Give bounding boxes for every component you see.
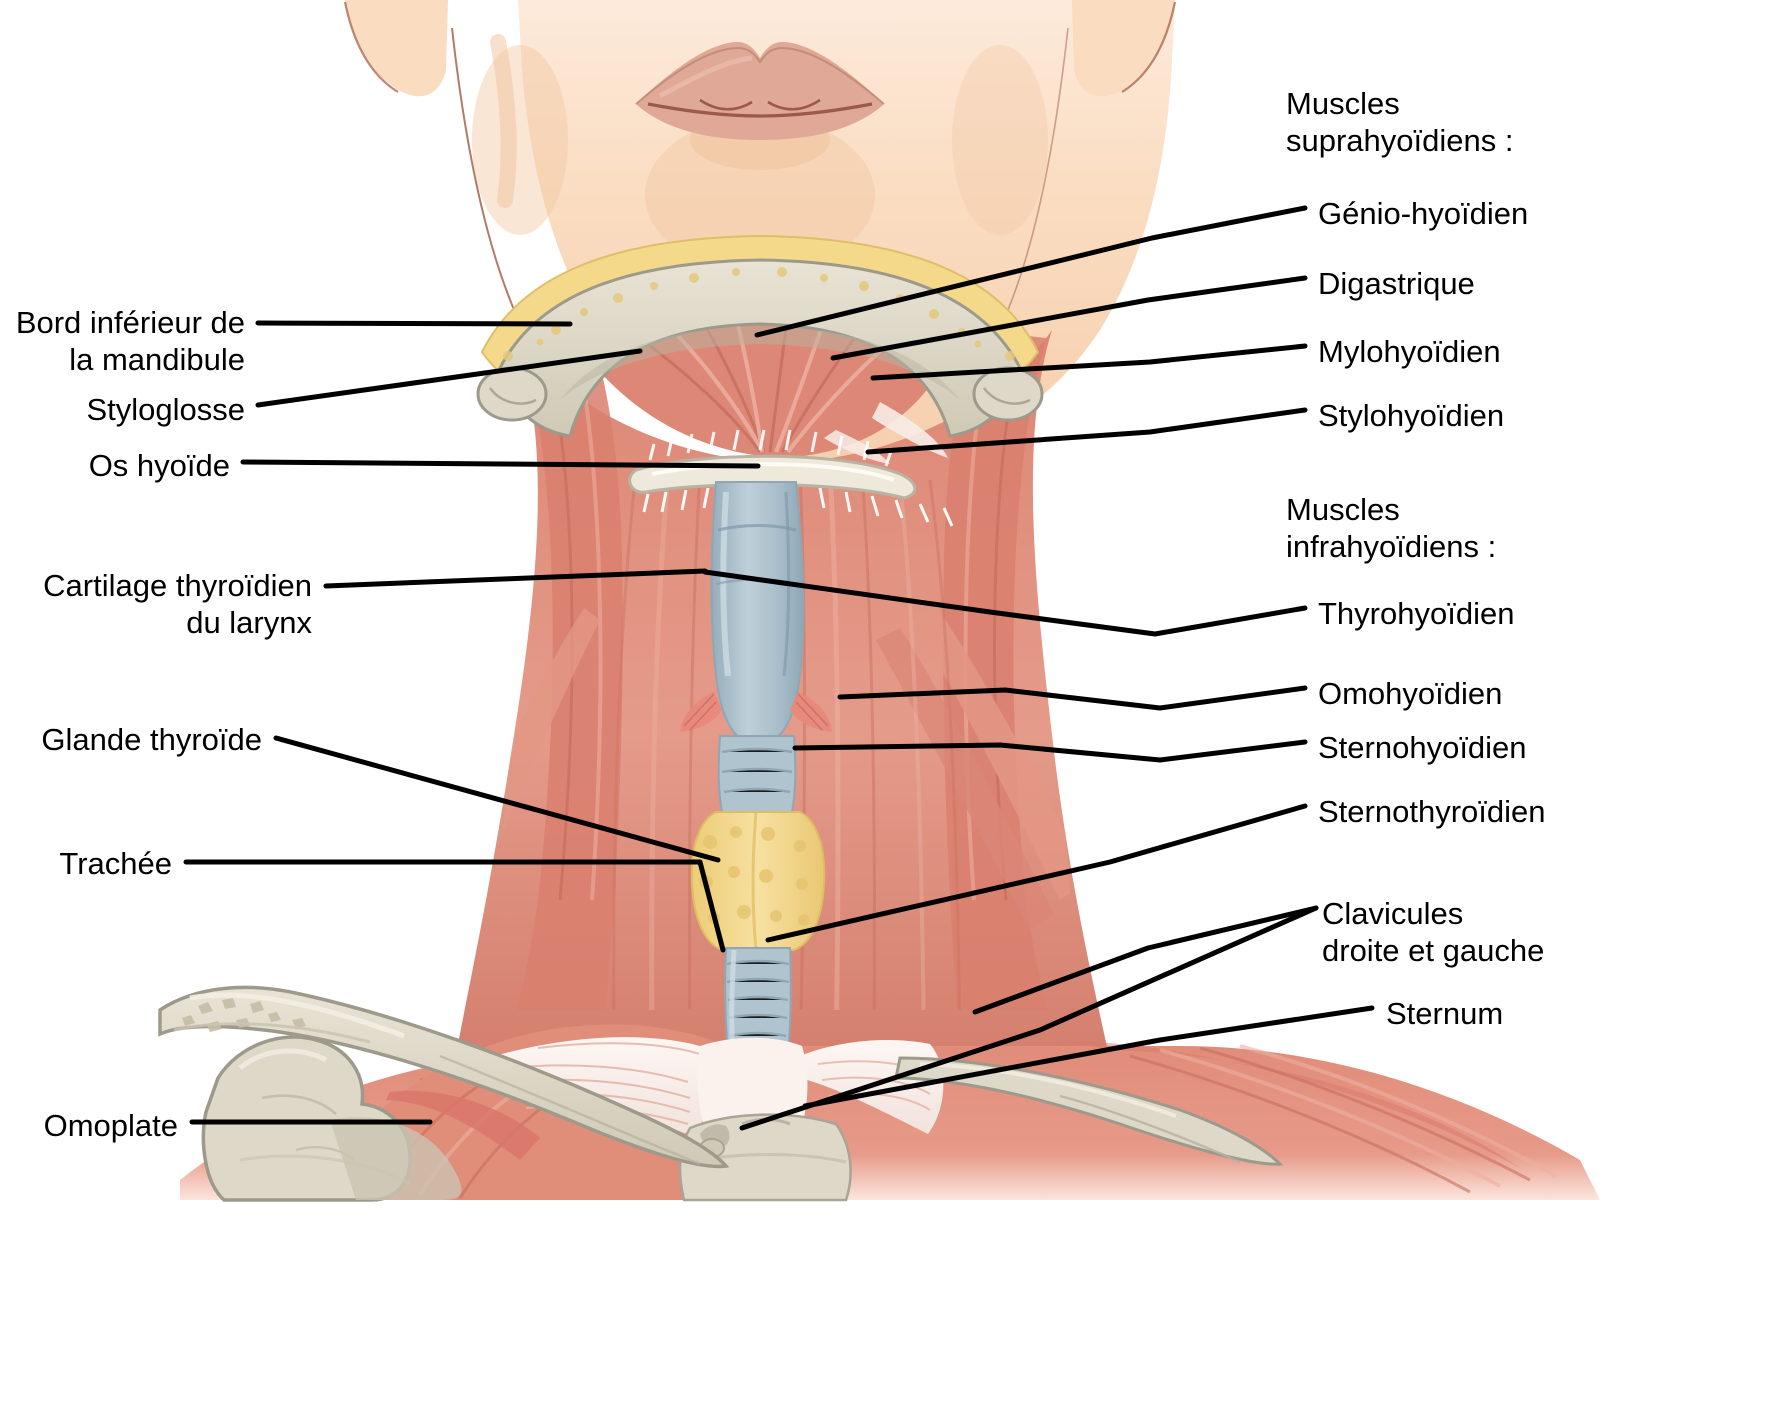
leader-trachee <box>183 859 726 953</box>
label-styloglosse: Styloglosse <box>86 392 245 427</box>
label-omoplate: Omoplate <box>43 1108 178 1143</box>
leader-clavicule-gauche <box>739 905 1319 1131</box>
label-glande-thyroide: Glande thyroïde <box>41 722 262 757</box>
leader-cartilage-thyroidien <box>323 568 708 589</box>
label-trachee: Trachée <box>59 846 172 881</box>
label-sternothyroidien: Sternothyroïdien <box>1318 794 1546 829</box>
label-genio-hyoidien: Génio-hyoïdien <box>1318 196 1529 231</box>
leader-glande-thyroide <box>273 735 721 863</box>
label-stylohyoidien: Stylohyoïdien <box>1318 398 1505 433</box>
leader-os-hyoide <box>240 459 761 469</box>
leader-sternothyroidien <box>765 803 1308 943</box>
leader-mylohyoidien <box>870 343 1308 381</box>
leader-stylohyoidien <box>865 407 1308 455</box>
heading-suprahyoid: Muscles suprahyoïdiens : <box>1286 86 1514 158</box>
leader-sternohyoidien <box>792 739 1308 763</box>
leader-lines <box>183 205 1375 1131</box>
leader-omohyoidien <box>837 685 1308 711</box>
leader-sternum <box>802 1005 1375 1109</box>
label-sternum: Sternum <box>1386 996 1504 1031</box>
label-os-hyoide: Os hyoïde <box>88 448 230 483</box>
label-bord-inferieur-mandibule: Bord inférieur de la mandibule <box>15 305 245 377</box>
label-sternohyoidien: Sternohyoïdien <box>1318 730 1527 765</box>
heading-infrahyoid: Muscles infrahyoïdiens : <box>1286 492 1497 564</box>
leader-clavicule-droite <box>972 905 1319 1015</box>
leader-styloglosse <box>255 348 643 408</box>
leader-digastrique <box>830 275 1308 361</box>
label-clavicules: Clavicules droite et gauche <box>1322 896 1545 968</box>
lips <box>635 41 885 140</box>
label-omohyoidien: Omohyoïdien <box>1318 676 1503 711</box>
leader-bord-inferieur-mandibule <box>255 320 573 327</box>
label-thyrohyoidien: Thyrohyoïdien <box>1318 596 1515 631</box>
label-digastrique: Digastrique <box>1318 266 1475 301</box>
label-mylohyoidien: Mylohyoïdien <box>1318 334 1501 369</box>
leader-genio-hyoidien <box>754 205 1308 338</box>
label-cartilage-thyroidien: Cartilage thyroïdien du larynx <box>43 568 312 640</box>
leader-thyrohyoidien <box>702 569 1308 637</box>
thorax-shoulders <box>158 985 1600 1202</box>
